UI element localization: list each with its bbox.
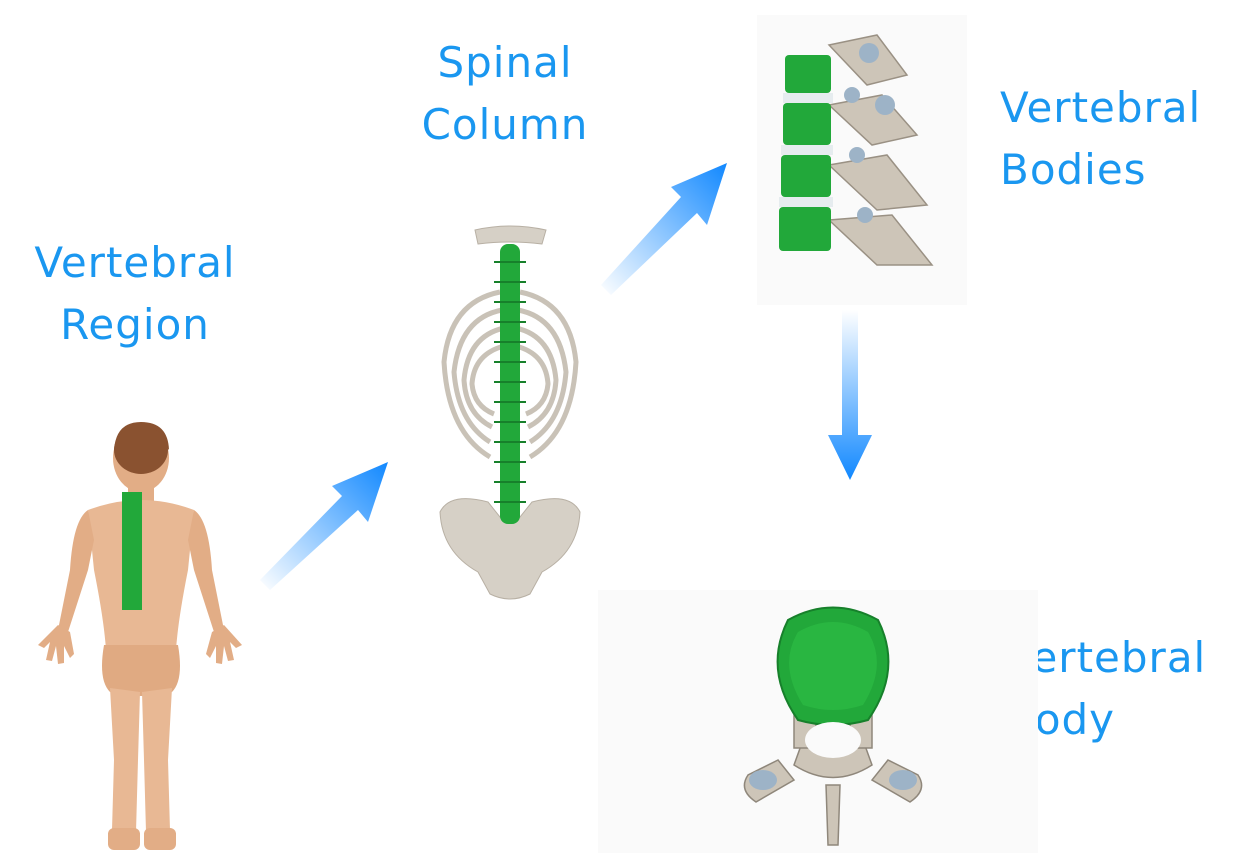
label-line: Column: [390, 94, 620, 156]
arrow-down-icon: [820, 310, 880, 485]
spinal-column-figure: [430, 222, 590, 604]
label-line: Vertebral: [1000, 77, 1250, 139]
label-line: Vertebral: [1005, 627, 1255, 689]
label-line: Vertebral: [10, 232, 260, 294]
label-spinal-column: Spinal Column: [390, 32, 620, 156]
label-vertebral-body: Vertebral Body: [1005, 627, 1255, 751]
label-line: Spinal: [390, 32, 620, 94]
label-vertebral-bodies: Vertebral Bodies: [1000, 77, 1250, 201]
arrow-up-right-icon: [250, 450, 400, 590]
vertebral-bodies-figure: [757, 15, 967, 305]
label-line: Body: [1005, 689, 1255, 751]
label-line: Region: [10, 294, 260, 356]
label-line: Bodies: [1000, 139, 1250, 201]
label-vertebral-region: Vertebral Region: [10, 232, 260, 356]
vertebral-body-figure: [598, 590, 1038, 853]
arrow-up-right-icon: [595, 155, 735, 295]
human-back-figure: [28, 420, 248, 853]
